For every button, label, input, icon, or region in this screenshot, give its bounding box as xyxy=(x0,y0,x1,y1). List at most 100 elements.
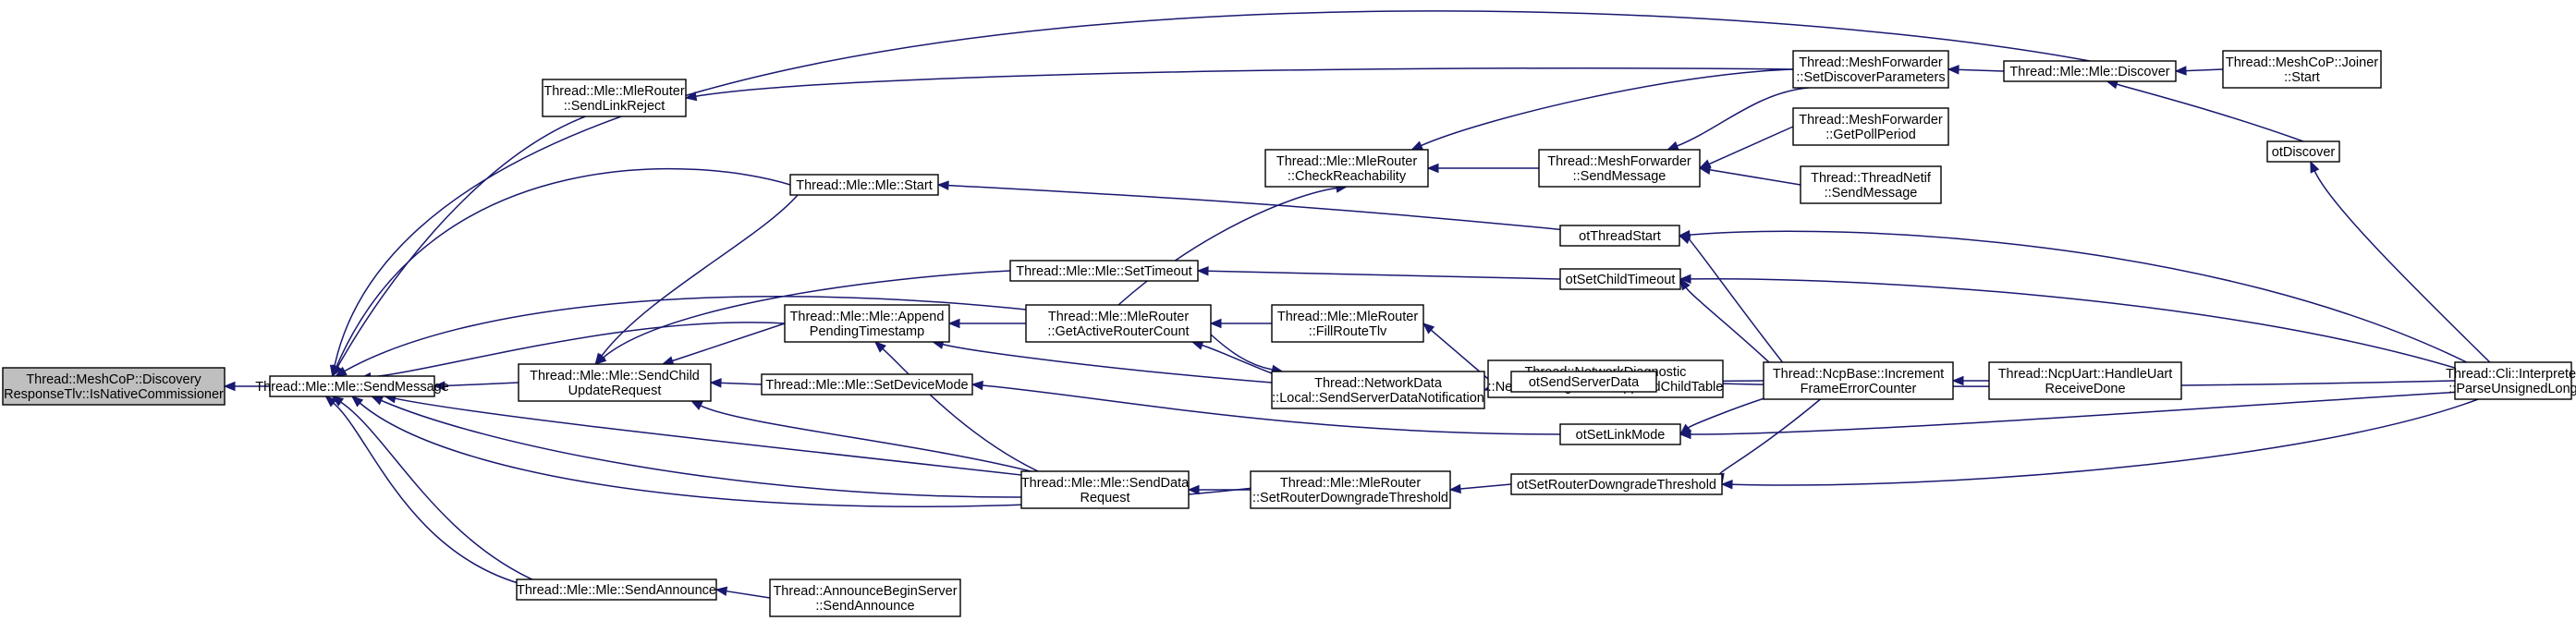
node-ot-discover[interactable]: otDiscover xyxy=(2266,140,2340,163)
graph-edges xyxy=(223,10,2491,599)
node-mesh-send-msg[interactable]: Thread::MeshForwarder::SendMessage xyxy=(1538,149,1701,188)
call-edge xyxy=(1715,398,1821,486)
call-edge xyxy=(1678,235,1784,363)
node-check-reach[interactable]: Thread::Mle::MleRouter::CheckReachabilit… xyxy=(1264,149,1429,188)
node-ot-send-server-data[interactable]: otSendServerData xyxy=(1510,371,1657,393)
edge-line xyxy=(1689,230,2467,363)
node-label: ::SetDiscoverParameters xyxy=(1796,70,1945,85)
edge-line xyxy=(1687,395,1774,429)
call-edge xyxy=(947,318,1026,329)
arrowhead-icon xyxy=(433,381,446,391)
node-send-announce[interactable]: Thread::Mle::Mle::SendAnnounce xyxy=(516,578,717,601)
node-box xyxy=(2454,361,2572,400)
node-send-message[interactable]: Thread::Mle::Mle::SendMessage xyxy=(255,375,449,397)
node-mle-discover[interactable]: Thread::Mle::Mle::Discover xyxy=(2003,60,2177,82)
node-get-active-router[interactable]: Thread::Mle::MleRouter::GetActiveRouterC… xyxy=(1025,304,1212,343)
edge-line xyxy=(2116,83,2304,142)
node-fill-route[interactable]: Thread::Mle::MleRouter::FillRouteTlv xyxy=(1271,304,1424,343)
edge-line xyxy=(1685,286,1774,367)
arrowhead-icon xyxy=(371,396,384,406)
edge-line xyxy=(1718,398,1821,475)
node-label: ::Local::SendServerDataNotification xyxy=(1272,391,1484,406)
edge-line xyxy=(344,295,1036,372)
node-ncp-increment[interactable]: Thread::NcpBase::IncrementFrameErrorCoun… xyxy=(1763,361,1954,400)
arrowhead-icon xyxy=(1410,140,1424,151)
arrowhead-icon xyxy=(1448,483,1461,494)
node-label: Thread::Mle::MleRouter xyxy=(1277,310,1418,324)
call-edge xyxy=(1679,274,2461,371)
arrowhead-icon xyxy=(873,341,886,353)
node-label: ::ParseUnsignedLong xyxy=(2448,382,2576,396)
arrowhead-icon xyxy=(2174,66,2187,76)
node-net-data-local[interactable]: Thread::NetworkData::Local::SendServerDa… xyxy=(1271,371,1485,409)
call-edge xyxy=(1196,266,1561,280)
node-box xyxy=(1264,149,1429,188)
node-label: Thread::Mle::Mle::SetTimeout xyxy=(1016,264,1191,279)
arrowhead-icon xyxy=(1698,164,1712,176)
arrowhead-icon xyxy=(223,381,236,392)
call-edge xyxy=(1422,323,1489,380)
edge-line xyxy=(2314,170,2491,363)
node-set-device-mode[interactable]: Thread::Mle::Mle::SetDeviceMode xyxy=(761,373,973,396)
call-edge xyxy=(1720,398,2479,490)
node-box xyxy=(1025,304,1212,343)
call-edge xyxy=(709,378,763,388)
call-edge xyxy=(1448,483,1512,494)
node-box xyxy=(1988,361,2182,400)
call-edge xyxy=(371,396,1031,498)
arrowhead-icon xyxy=(1196,266,1209,276)
node-label: Thread::Mle::Mle::SetDeviceMode xyxy=(765,378,968,393)
node-label: ReceiveDone xyxy=(2045,382,2125,396)
call-edge xyxy=(324,396,527,587)
node-box xyxy=(1510,473,1723,495)
node-send-link-reject[interactable]: Thread::Mle::MleRouter::SendLinkReject xyxy=(542,79,687,117)
edge-line xyxy=(1459,483,1512,490)
node-mle-start[interactable]: Thread::Mle::Mle::Start xyxy=(789,174,939,196)
node-ot-thread-start[interactable]: otThreadStart xyxy=(1559,225,1680,247)
node-label: FrameErrorCounter xyxy=(1801,382,1917,396)
node-label: Thread::Mle::Mle::SendChild xyxy=(530,369,700,384)
node-set-timeout[interactable]: Thread::Mle::Mle::SetTimeout xyxy=(1009,260,1199,282)
node-thread-netif[interactable]: Thread::ThreadNetif::SendMessage xyxy=(1800,165,1942,204)
edge-line xyxy=(1731,398,2479,486)
edge-line xyxy=(882,347,1039,472)
call-edge xyxy=(1679,277,1774,367)
node-announce-begin[interactable]: Thread::AnnounceBeginServer::SendAnnounc… xyxy=(769,578,961,617)
call-edge xyxy=(690,400,1039,474)
node-cli-parse[interactable]: Thread::Cli::Interpreter::ParseUnsignedL… xyxy=(2446,361,2576,400)
node-label: Thread::Mle::Mle::Append xyxy=(790,310,945,324)
node-joiner-start[interactable]: Thread::MeshCoP::Joiner::Start xyxy=(2222,50,2382,89)
node-label: Thread::Mle::Mle::SendMessage xyxy=(255,380,449,395)
arrowhead-icon xyxy=(335,366,348,377)
node-ot-set-child-timeout[interactable]: otSetChildTimeout xyxy=(1559,268,1681,290)
node-box xyxy=(1792,107,1949,146)
node-box xyxy=(1271,304,1424,343)
arrowhead-icon xyxy=(1951,375,1964,386)
node-ot-set-link-mode[interactable]: otSetLinkMode xyxy=(1559,423,1681,445)
arrowhead-icon xyxy=(1679,277,1691,291)
node-label: ::CheckReachability xyxy=(1288,169,1407,184)
call-edge xyxy=(971,380,1561,435)
node-box xyxy=(1020,470,1190,509)
node-set-router-downgrade[interactable]: Thread::Mle::MleRouter::SetRouterDowngra… xyxy=(1250,470,1451,509)
node-label: Thread::Cli::Interpreter xyxy=(2446,367,2576,382)
arrowhead-icon xyxy=(324,396,337,408)
call-edge xyxy=(329,10,2091,378)
node-ot-set-router-downgrade[interactable]: otSetRouterDowngradeThreshold xyxy=(1510,473,1723,495)
call-edge xyxy=(331,396,537,582)
node-set-discover-params[interactable]: Thread::MeshForwarder::SetDiscoverParame… xyxy=(1792,50,1949,89)
arrowhead-icon xyxy=(690,400,703,410)
node-get-poll-period[interactable]: Thread::MeshForwarder::GetPollPeriod xyxy=(1792,107,1949,146)
call-edge xyxy=(335,295,1036,377)
edge-line xyxy=(336,116,586,368)
arrowhead-icon xyxy=(936,180,949,190)
node-box xyxy=(2266,140,2340,163)
edge-line xyxy=(1210,334,1273,371)
edge-line xyxy=(1421,68,1794,147)
node-label: ::SendAnnounce xyxy=(815,599,914,614)
